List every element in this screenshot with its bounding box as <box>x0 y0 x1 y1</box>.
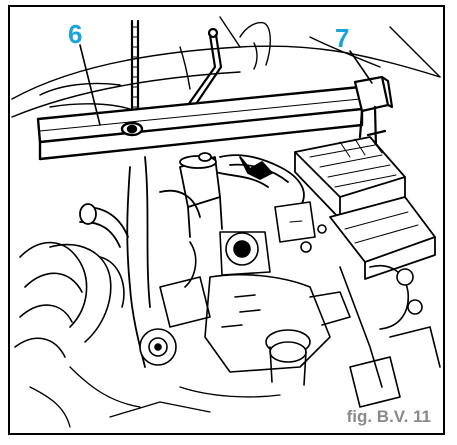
lower-detail-lines <box>29 366 281 428</box>
intake-manifold <box>14 241 125 358</box>
leader-lines <box>79 44 373 126</box>
figure-caption: fig. B.V. 11 <box>346 407 431 426</box>
right-components <box>339 265 441 408</box>
air-filter-box <box>294 136 406 220</box>
inlet-pipe <box>79 189 201 248</box>
reservoir <box>179 152 223 238</box>
control-unit <box>329 196 436 280</box>
figure-frame: 6 7 fig. B.V. 11 <box>8 5 445 435</box>
lower-engine-block <box>159 273 351 386</box>
end-bracket <box>353 75 394 149</box>
callout-7: 7 <box>335 23 350 53</box>
callout-6: 6 <box>68 19 83 49</box>
engine-fittings <box>139 201 327 366</box>
engine-bay-illustration <box>11 16 441 428</box>
